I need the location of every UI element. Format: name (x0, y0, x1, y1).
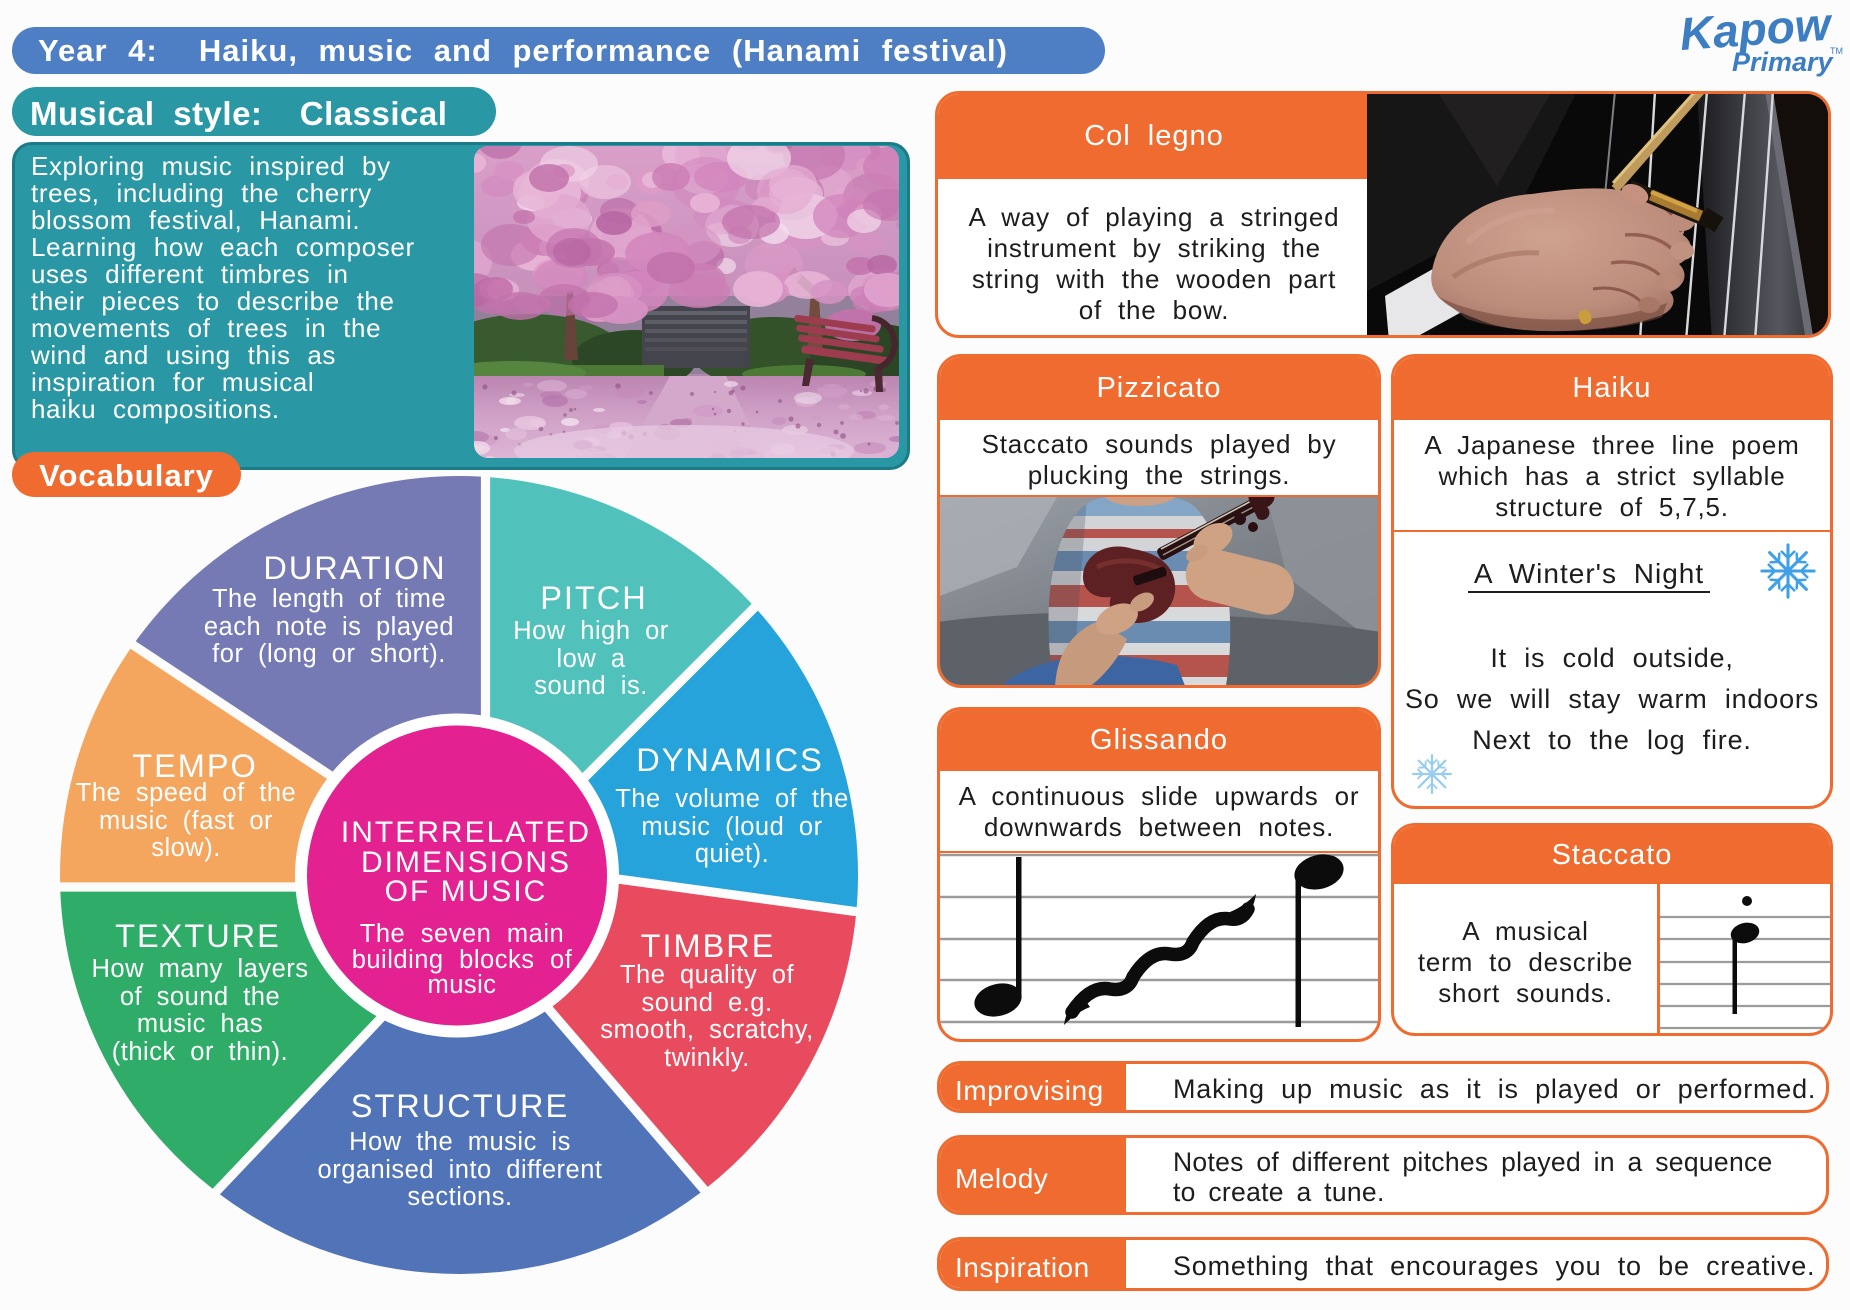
svg-text:Kapow: Kapow (1678, 0, 1835, 60)
svg-text:TM: TM (1830, 46, 1843, 56)
svg-text:Primary: Primary (1732, 47, 1835, 77)
